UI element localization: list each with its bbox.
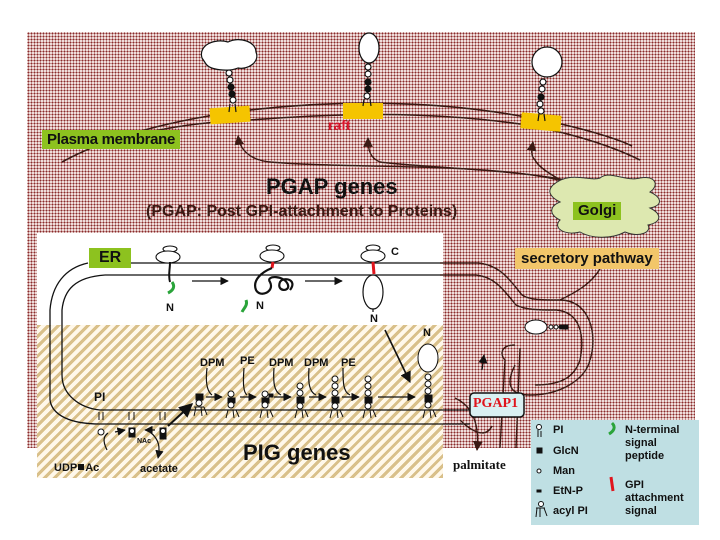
attachment-arrow bbox=[384, 329, 411, 384]
raft-1 bbox=[209, 105, 251, 125]
gpi-protein-2 bbox=[358, 32, 380, 107]
pig-pathway-arrows bbox=[103, 367, 416, 459]
legend-label-glcn: GlcN bbox=[553, 445, 579, 457]
pi-label: PI bbox=[94, 390, 106, 404]
step-label-pe-1: PE bbox=[240, 355, 255, 367]
palmitate-label: palmitate bbox=[453, 457, 506, 472]
gpi-anchored-protein bbox=[417, 343, 439, 419]
c-terminus-label: C bbox=[391, 246, 399, 258]
legend-label-n-terminal-2: signal bbox=[625, 437, 657, 449]
acyl-pi-4 bbox=[294, 382, 309, 419]
legend-label-gpi-1: GPI bbox=[625, 479, 644, 491]
legend-icons bbox=[535, 421, 616, 518]
legend-label-pi: PI bbox=[553, 424, 564, 436]
n-terminus-label-4: N bbox=[423, 327, 431, 339]
pig-genes-title: PIG genes bbox=[243, 440, 351, 465]
legend-label-n-terminal-1: N-terminal bbox=[625, 424, 680, 436]
legend-label-acyl-pi: acyl PI bbox=[553, 505, 588, 517]
glcn-icon bbox=[536, 447, 543, 454]
n-terminus-label-2: N bbox=[256, 300, 264, 312]
raft-label: raft bbox=[328, 117, 351, 133]
legend-label-gpi-2: attachment bbox=[625, 492, 684, 504]
legend-label-etn-p: EtN-P bbox=[553, 485, 583, 497]
pi-icon bbox=[536, 424, 542, 437]
gpi-protein-3 bbox=[531, 46, 563, 122]
step-label-dpm-2: DPM bbox=[269, 357, 294, 369]
raft-3 bbox=[520, 112, 562, 132]
folding-chain-2 bbox=[254, 266, 294, 295]
pgap1-label: PGAP1 bbox=[473, 396, 519, 411]
vesicle-arrow bbox=[478, 354, 488, 371]
er-to-golgi-membrane bbox=[440, 249, 609, 449]
udp-label: UDP Ac bbox=[54, 462, 99, 474]
protein-body-3 bbox=[362, 274, 384, 310]
pgap-subtitle: (PGAP: Post GPI-attachment to Proteins) bbox=[146, 203, 458, 220]
step-label-dpm-3: DPM bbox=[304, 357, 329, 369]
legend-label-man: Man bbox=[553, 465, 575, 477]
plasma-membrane-label: Plasma membrane bbox=[42, 130, 181, 149]
n-terminal-signal-icon bbox=[608, 421, 616, 436]
n-terminus-label-3: N bbox=[370, 313, 378, 325]
acyl-pi-6 bbox=[362, 375, 377, 419]
ac-text: Ac bbox=[85, 462, 100, 474]
gpi-signal-3 bbox=[371, 261, 376, 275]
acetate-label: acetate bbox=[140, 463, 178, 475]
raft-2 bbox=[343, 103, 383, 119]
golgi-label: Golgi bbox=[573, 202, 622, 220]
legend-label-gpi-3: signal bbox=[625, 505, 657, 517]
er-membrane bbox=[49, 262, 470, 425]
ribosome-2 bbox=[259, 244, 285, 263]
acyl-pi-icon bbox=[535, 501, 548, 518]
man-icon bbox=[536, 468, 542, 474]
step-label-dpm-1: DPM bbox=[200, 357, 225, 369]
er-label: ER bbox=[89, 248, 132, 268]
acyl-pi-2 bbox=[225, 390, 240, 419]
ribosome-1 bbox=[155, 245, 181, 264]
gpi-attachment-signal-icon bbox=[609, 476, 615, 492]
gpi-signal-2 bbox=[270, 261, 275, 269]
pig-pathway-intermediates bbox=[97, 343, 439, 440]
nascent-chain-1 bbox=[168, 261, 171, 283]
pig-region-background bbox=[37, 325, 443, 478]
signal-peptide-1 bbox=[167, 281, 176, 295]
legend-label-n-terminal-3: peptide bbox=[625, 450, 665, 462]
udp-text: UDP bbox=[54, 462, 78, 474]
acyl-pi-1 bbox=[193, 393, 208, 417]
lipid-rafts bbox=[209, 103, 562, 132]
glcnac-square-icon bbox=[78, 464, 85, 470]
nac-label: NAc bbox=[137, 438, 152, 445]
legend-box bbox=[531, 420, 699, 525]
step-label-pe-2: PE bbox=[341, 357, 356, 369]
acyl-pi-3 bbox=[259, 390, 274, 419]
n-terminus-label-1: N bbox=[166, 302, 174, 314]
pgap1-box bbox=[469, 392, 525, 418]
signal-peptide-2 bbox=[240, 299, 248, 313]
etn-p-icon bbox=[536, 489, 542, 493]
pi-intermediate bbox=[97, 428, 105, 436]
secretory-pathway-label: secretory pathway bbox=[515, 248, 659, 269]
gpi-protein-1 bbox=[200, 39, 258, 113]
pgap-genes-title: PGAP genes bbox=[266, 174, 398, 199]
acyl-pi-5 bbox=[329, 375, 344, 419]
vesicle-gpi-protein bbox=[524, 319, 569, 335]
ribosome-3 bbox=[360, 244, 386, 263]
